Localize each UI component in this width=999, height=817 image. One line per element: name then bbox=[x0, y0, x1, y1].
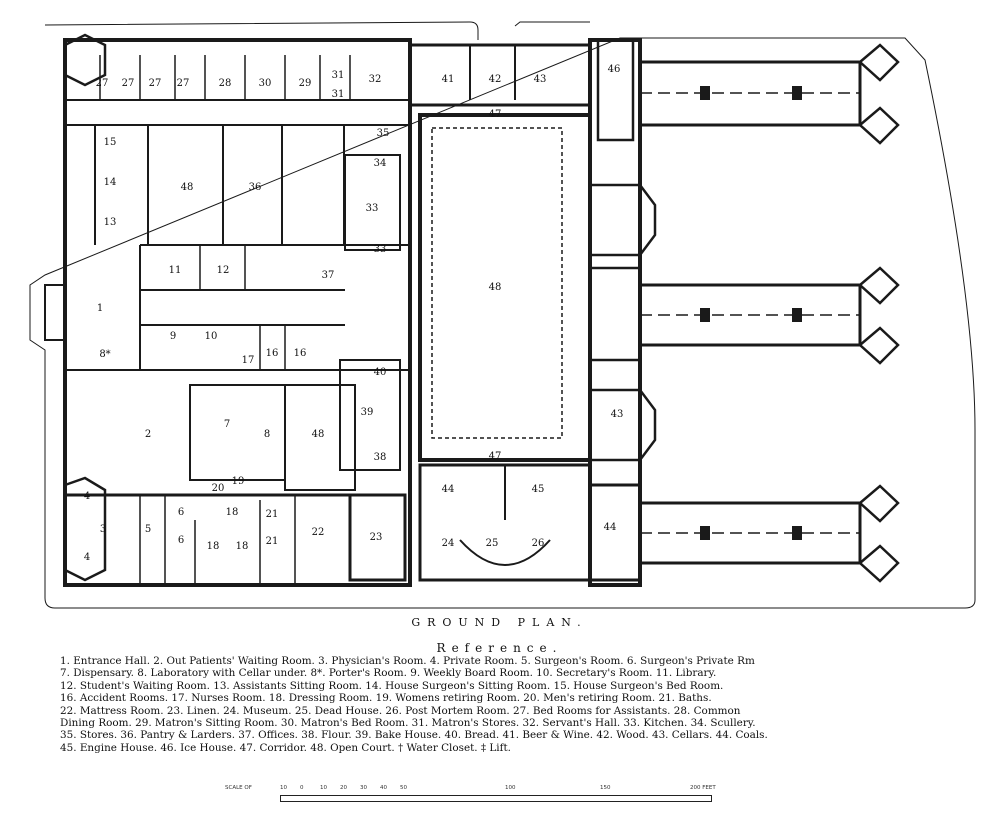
legend-line: 1. Entrance Hall. 2. Out Patients' Waiti… bbox=[60, 655, 755, 667]
room-number-label: 3 bbox=[100, 524, 106, 535]
room-number-label: 32 bbox=[369, 74, 382, 85]
room-number-label: 27 bbox=[149, 78, 162, 89]
plan-title: GROUND PLAN. bbox=[411, 616, 588, 629]
reference-heading: Reference. bbox=[436, 641, 563, 655]
room-number-label: 44 bbox=[442, 484, 455, 495]
scale-tick: 0 bbox=[300, 785, 304, 791]
room-number-label: 35 bbox=[377, 128, 390, 139]
central-court bbox=[418, 113, 592, 462]
room-number-label: 33 bbox=[366, 203, 379, 214]
turret-nw bbox=[63, 33, 107, 87]
scale-tick: 30 bbox=[360, 785, 367, 791]
room-number-label: 48 bbox=[312, 429, 325, 440]
legend-line: 22. Mattress Room. 23. Linen. 24. Museum… bbox=[60, 704, 741, 717]
room-number-label: 25 bbox=[486, 538, 499, 549]
room-number-label: 41 bbox=[442, 74, 455, 85]
room-number-label: 48 bbox=[181, 182, 194, 193]
room-number-label: 19 bbox=[232, 476, 245, 487]
room-number-label: 43 bbox=[534, 74, 547, 85]
room-number-label: 7 bbox=[224, 419, 230, 430]
room-number-label: 8 bbox=[264, 429, 270, 440]
room-number-label: 40 bbox=[374, 367, 387, 378]
legend-line: 7. Dispensary. 8. Laboratory with Cellar… bbox=[60, 667, 717, 680]
legend-line: 12. Student's Waiting Room. 13. Assistan… bbox=[60, 679, 724, 692]
room-number-label: 29 bbox=[299, 78, 312, 89]
legend-line: 35. Stores. 36. Pantry & Larders. 37. Of… bbox=[60, 729, 768, 742]
main-block bbox=[63, 38, 412, 587]
scale-bar: SCALE OF 10 0 10 20 30 40 50 100 150 200… bbox=[225, 785, 725, 813]
room-number-label: 43 bbox=[611, 409, 624, 420]
room-number-label: 18 bbox=[236, 541, 249, 552]
room-number-label: 38 bbox=[374, 452, 387, 463]
room-number-label: 13 bbox=[104, 217, 117, 228]
legend-line: 16. Accident Rooms. 17. Nurses Room. 18.… bbox=[60, 692, 712, 705]
room-number-label: 27 bbox=[96, 78, 109, 89]
room-number-label: 16 bbox=[266, 348, 279, 359]
room-number-label: 31 bbox=[332, 89, 345, 100]
room-number-label: 16 bbox=[294, 348, 307, 359]
room-number-label: 33 bbox=[374, 244, 387, 255]
scale-label: SCALE OF bbox=[225, 785, 252, 791]
room-number-label: 4 bbox=[84, 552, 90, 563]
scale-tick: 200 FEET bbox=[690, 785, 716, 791]
room-number-label: 15 bbox=[104, 137, 117, 148]
room-number-label: 18 bbox=[226, 507, 239, 518]
scale-tick: 40 bbox=[380, 785, 387, 791]
room-number-label: 10 bbox=[205, 331, 218, 342]
room-number-label: 47 bbox=[489, 451, 502, 462]
room-number-label: 31 bbox=[332, 70, 345, 81]
scale-tick: 50 bbox=[400, 785, 407, 791]
room-number-label: 47 bbox=[489, 109, 502, 120]
room-number-label: 45 bbox=[532, 484, 545, 495]
entrance-porch bbox=[44, 284, 66, 341]
room-number-label: 9 bbox=[170, 331, 176, 342]
room-number-label: 28 bbox=[219, 78, 232, 89]
room-number-label: 20 bbox=[212, 483, 225, 494]
site-boundary bbox=[29, 21, 976, 609]
room-number-label: 21 bbox=[266, 536, 279, 547]
room-number-label: 48 bbox=[489, 282, 502, 293]
room-number-label: 37 bbox=[322, 270, 335, 281]
scale-tick: 20 bbox=[340, 785, 347, 791]
room-number-label: 1 bbox=[97, 303, 103, 314]
scale-tick: 150 bbox=[600, 785, 611, 791]
room-number-label: 26 bbox=[532, 538, 545, 549]
legend-line: 45. Engine House. 46. Ice House. 47. Cor… bbox=[60, 741, 511, 754]
scale-tick: 10 bbox=[280, 785, 287, 791]
room-number-label: 5 bbox=[145, 524, 151, 535]
room-number-label: 12 bbox=[217, 265, 230, 276]
room-number-label: 34 bbox=[374, 158, 387, 169]
room-number-label: 14 bbox=[104, 177, 117, 188]
room-number-label: 21 bbox=[266, 509, 279, 520]
room-number-label: 22 bbox=[312, 527, 325, 538]
room-number-label: 44 bbox=[604, 522, 617, 533]
scale-tick: 10 bbox=[320, 785, 327, 791]
room-number-label: 23 bbox=[370, 532, 383, 543]
room-number-label: 42 bbox=[489, 74, 502, 85]
legend-line: Dining Room. 29. Matron's Sitting Room. … bbox=[60, 717, 756, 730]
room-number-label: 27 bbox=[177, 78, 190, 89]
room-number-label: 30 bbox=[259, 78, 272, 89]
room-number-label: 36 bbox=[249, 182, 262, 193]
scale-tick: 100 bbox=[505, 785, 516, 791]
room-number-label: 46 bbox=[608, 64, 621, 75]
room-number-label: 2 bbox=[145, 429, 151, 440]
room-number-label: 6 bbox=[178, 507, 184, 518]
room-number-label: 4 bbox=[84, 491, 90, 502]
room-number-label: 27 bbox=[122, 78, 135, 89]
reference-legend: 1. Entrance Hall. 2. Out Patients' Waiti… bbox=[60, 655, 960, 754]
room-number-label: 8* bbox=[99, 349, 110, 360]
scale-bar-line bbox=[280, 795, 712, 802]
room-number-label: 18 bbox=[207, 541, 220, 552]
room-number-label: 17 bbox=[242, 355, 255, 366]
room-number-label: 39 bbox=[361, 407, 374, 418]
room-number-label: 6 bbox=[178, 535, 184, 546]
room-number-label: 24 bbox=[442, 538, 455, 549]
room-number-label: 11 bbox=[169, 265, 182, 276]
turret-sw bbox=[63, 476, 107, 582]
